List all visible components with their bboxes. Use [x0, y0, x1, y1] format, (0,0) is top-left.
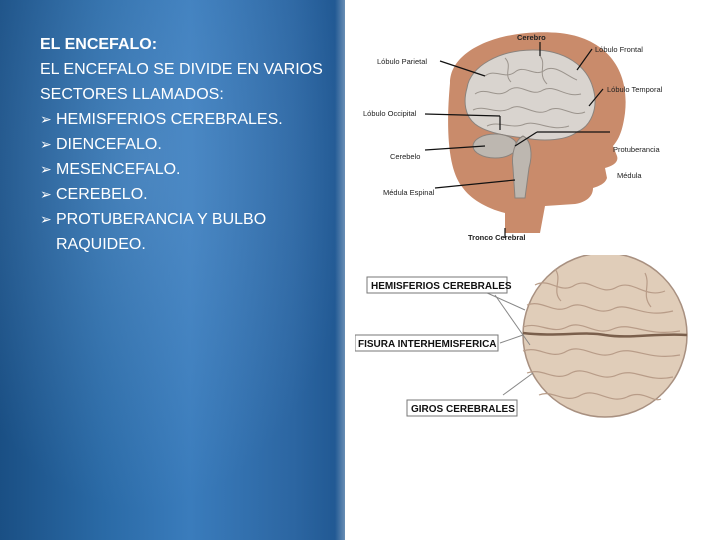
list-item-text: PROTUBERANCIA Y BULBO RAQUIDEO.	[56, 211, 267, 253]
list-item-text: DIENCEFALO.	[56, 136, 162, 153]
label-tronco-cerebral: Tronco Cerebral	[468, 233, 526, 242]
label-medula: Médula	[617, 171, 642, 180]
list-item: ➢ HEMISFERIOS CEREBRALES.	[40, 107, 330, 132]
list-item-text: CEREBELO.	[56, 186, 148, 203]
label-medula-espinal: Médula Espinal	[383, 188, 435, 197]
text-block: EL ENCEFALO: EL ENCEFALO SE DIVIDE EN VA…	[40, 32, 330, 257]
list-item: ➢ MESENCEFALO.	[40, 157, 330, 182]
label-lobulo-occipital: Lóbulo Occipital	[363, 109, 417, 118]
list-item-text: MESENCEFALO.	[56, 161, 181, 178]
label-cerebelo: Cerebelo	[390, 152, 420, 161]
arrow-right-icon: ➢	[40, 136, 52, 152]
slide-title: EL ENCEFALO:	[40, 36, 158, 53]
list-item-text: HEMISFERIOS CEREBRALES.	[56, 111, 283, 128]
label-cerebro: Cerebro	[517, 33, 546, 42]
panel-edge	[335, 0, 365, 540]
label-fisura-interhemisferica: FISURA INTERHEMISFERICA	[358, 339, 497, 350]
label-protuberancia: Protuberancia	[613, 145, 661, 154]
label-hemisferios-cerebrales: HEMISFERIOS CEREBRALES	[371, 281, 512, 292]
list-item: ➢ DIENCEFALO.	[40, 132, 330, 157]
arrow-right-icon: ➢	[40, 161, 52, 177]
arrow-right-icon: ➢	[40, 111, 52, 127]
brainstem-shape	[512, 135, 532, 199]
list-item: ➢ PROTUBERANCIA Y BULBO RAQUIDEO.	[40, 207, 330, 257]
list-item: ➢ CEREBELO.	[40, 182, 330, 207]
label-lobulo-parietal: Lóbulo Parietal	[377, 57, 427, 66]
left-blue-panel	[0, 0, 345, 540]
fissure-line	[522, 331, 688, 338]
arrow-right-icon: ➢	[40, 186, 52, 202]
label-lobulo-temporal: Lóbulo Temporal	[607, 85, 663, 94]
intro-text: EL ENCEFALO SE DIVIDE EN VARIOS SECTORES…	[40, 61, 323, 103]
label-giros-cerebrales: GIROS CEREBRALES	[411, 404, 515, 415]
head-brain-diagram: Cerebro Lóbulo Frontal Lóbulo Parietal L…	[363, 32, 663, 242]
arrow-right-icon: ➢	[40, 211, 52, 227]
label-lobulo-frontal: Lóbulo Frontal	[595, 45, 643, 54]
brain-hemispheres-diagram: HEMISFERIOS CEREBRALES FISURA INTERHEMIS…	[355, 255, 688, 418]
